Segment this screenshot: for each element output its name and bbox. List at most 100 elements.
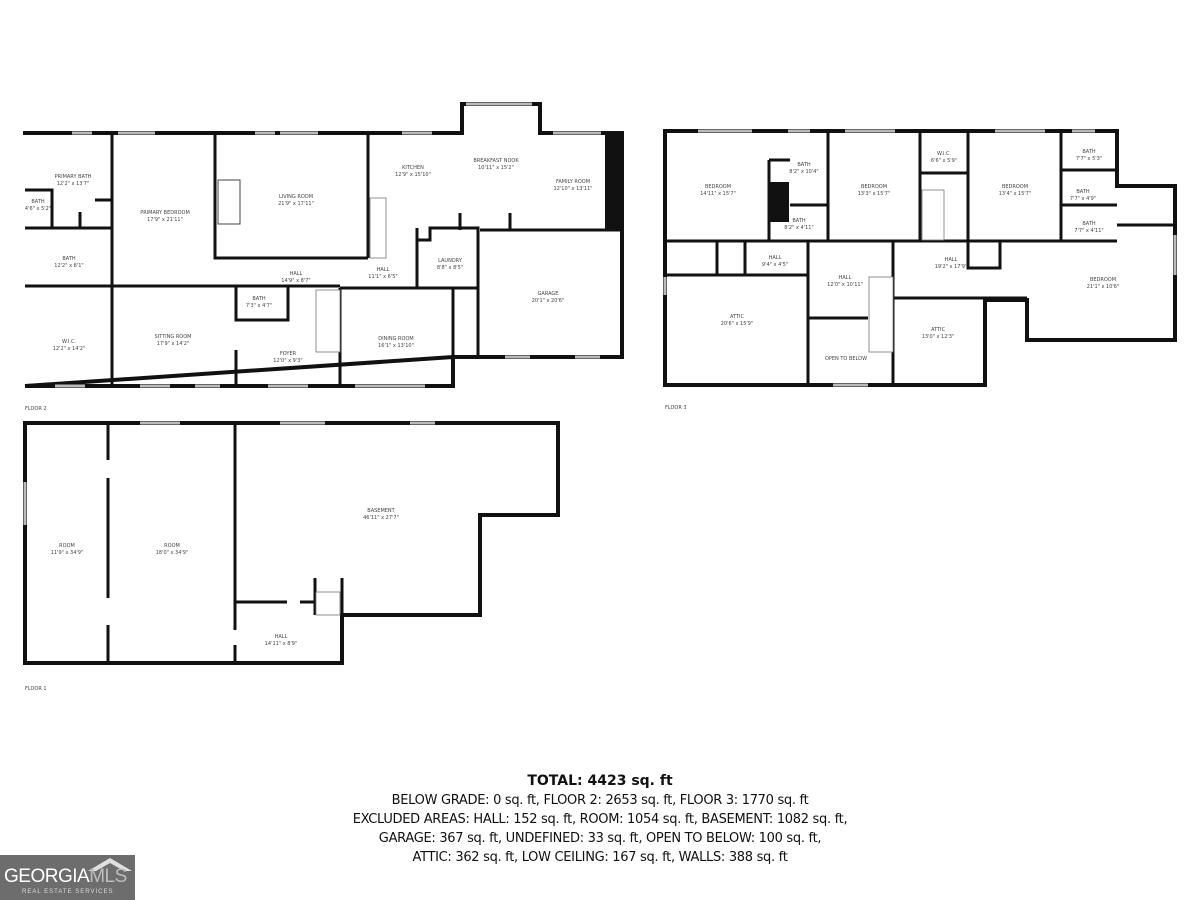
windows — [23, 421, 435, 525]
room-name: BATH — [1082, 149, 1096, 155]
room-name: LIVING ROOM — [279, 194, 313, 200]
room-name: GARAGE — [538, 291, 559, 297]
room-name: LAUNDRY — [438, 258, 463, 264]
stairs-icon — [315, 289, 341, 353]
room-dims: 11'9" x 34'9" — [51, 550, 84, 556]
room-name: BATH — [1076, 189, 1090, 195]
room-dims: 8'2" x 4'11" — [784, 225, 813, 231]
room-name: ATTIC — [730, 314, 745, 320]
room-dims: 20'6" x 15'9" — [721, 321, 754, 327]
summary-line: ATTIC: 362 sq. ft, LOW CEILING: 167 sq. … — [412, 850, 788, 865]
room-dims: 12'0" x 10'11" — [827, 282, 863, 288]
floor-1-plan: ROOM 11'9" x 34'9" ROOM 18'0" x 34'9" BA… — [23, 421, 560, 692]
logo-tagline: REAL ESTATE SERVICES — [22, 889, 114, 895]
room-name: BATH — [797, 162, 811, 168]
room-name: PRIMARY BEDROOM — [140, 210, 190, 216]
room-name: HALL — [839, 275, 852, 281]
room-dims: 12'9" x 15'10" — [395, 172, 431, 178]
room-dims: 7'7" x 4'9" — [1070, 196, 1096, 202]
windows — [55, 102, 601, 388]
room-name: OPEN TO BELOW — [825, 356, 867, 362]
floor-label: FLOOR 3 — [665, 405, 687, 411]
room-dims: 46'11" x 27'7" — [363, 515, 399, 521]
floor-label: FLOOR 1 — [25, 686, 47, 692]
room-dims: 8'8" x 8'5" — [437, 265, 463, 271]
room-name: BREAKFAST NOOK — [473, 158, 519, 164]
fireplace-icon — [217, 179, 241, 225]
room-name: W.I.C. — [937, 151, 952, 157]
room-name: BEDROOM — [705, 184, 731, 190]
room-name: PRIMARY BATH — [55, 174, 92, 180]
summary-line: BELOW GRADE: 0 sq. ft, FLOOR 2: 2653 sq.… — [391, 793, 809, 808]
room-dims: 13'3" x 15'7" — [858, 191, 891, 197]
summary-line: EXCLUDED AREAS: HALL: 152 sq. ft, ROOM: … — [352, 812, 848, 827]
room-dims: 21'9" x 17'11" — [278, 201, 314, 207]
room-dims: 12'10" x 13'11" — [554, 186, 593, 192]
floor-1-interior-walls — [106, 423, 344, 663]
room-dims: 18'0" x 34'9" — [156, 550, 189, 556]
room-name: W.I.C. — [62, 339, 77, 345]
room-dims: 12'2" x 13'7" — [57, 181, 90, 187]
room-dims: 12'2" x 14'2" — [53, 346, 86, 352]
room-dims: 12'0" x 9'3" — [273, 358, 302, 364]
room-dims: 10'11" x 15'2" — [478, 165, 514, 171]
room-dims: 14'11" x 8'9" — [265, 641, 298, 647]
closet-block — [769, 182, 789, 222]
room-name: BATH — [1082, 221, 1096, 227]
room-name: BATH — [31, 199, 45, 205]
floor-label: FLOOR 2 — [25, 406, 47, 412]
room-dims: 12'2" x 8'1" — [54, 263, 83, 269]
room-name: BEDROOM — [861, 184, 887, 190]
windows — [663, 129, 1177, 387]
room-dims: 8'2" x 10'4" — [789, 169, 818, 175]
room-name: BEDROOM — [1002, 184, 1028, 190]
room-dims: 7'7" x 5'3" — [1076, 156, 1102, 162]
stairs-icon — [315, 591, 341, 616]
room-name: HALL — [275, 634, 288, 640]
room-name: FAMILY ROOM — [556, 179, 590, 185]
room-name: HALL — [377, 267, 390, 273]
total-area: TOTAL: 4423 sq. ft — [527, 773, 673, 789]
room-dims: 17'9" x 21'11" — [147, 217, 183, 223]
floor-2-interior-walls — [25, 133, 622, 386]
room-dims: 19'2" x 17'9" — [935, 264, 968, 270]
room-name: BEDROOM — [1090, 277, 1116, 283]
room-dims: 7'7" x 4'11" — [1074, 228, 1103, 234]
area-summary: TOTAL: 4423 sq. ft BELOW GRADE: 0 sq. ft… — [300, 772, 900, 867]
floor-3-interior-walls — [665, 131, 1175, 385]
room-dims: 14'9" x 8'7" — [281, 278, 310, 284]
room-dims: 13'0" x 12'3" — [922, 334, 955, 340]
floor-2-plan: PRIMARY BATH 12'2" x 13'7" BATH 4'6" x 5… — [23, 102, 624, 412]
georgia-mls-logo: GEORGIAMLS REAL ESTATE SERVICES — [0, 855, 135, 900]
room-name: HALL — [290, 271, 303, 277]
room-name: BASEMENT — [367, 508, 395, 514]
logo-text: GEORGIAMLS — [4, 866, 127, 887]
room-dims: 9'4" x 4'5" — [762, 262, 788, 268]
room-dims: 21'1" x 10'6" — [1087, 284, 1120, 290]
room-dims: 17'9" x 14'2" — [157, 341, 190, 347]
room-dims: 6'6" x 5'9" — [931, 158, 957, 164]
fireplace-wall — [605, 133, 622, 230]
summary-line: GARAGE: 367 sq. ft, UNDEFINED: 33 sq. ft… — [378, 831, 822, 846]
room-name: FOYER — [280, 351, 297, 357]
room-name: BATH — [252, 296, 266, 302]
room-name: HALL — [945, 257, 958, 263]
stairs-icon — [921, 189, 945, 241]
room-name: HALL — [769, 255, 782, 261]
room-name: BATH — [62, 256, 76, 262]
room-dims: 14'11" x 15'7" — [700, 191, 736, 197]
room-dims: 13'4" x 15'7" — [999, 191, 1032, 197]
floor-1-outline — [23, 421, 560, 665]
room-name: BATH — [792, 218, 806, 224]
room-name: ROOM — [164, 543, 180, 549]
stairs-icon — [369, 197, 387, 259]
room-dims: 20'1" x 20'6" — [532, 298, 565, 304]
roof-icon — [88, 858, 132, 871]
room-name: ROOM — [59, 543, 75, 549]
room-name: SITTING ROOM — [154, 334, 191, 340]
room-dims: 11'1" x 6'5" — [368, 274, 397, 280]
room-dims: 4'6" x 5'2" — [25, 206, 51, 212]
floor-3-outline — [663, 129, 1177, 387]
room-dims: 7'3" x 4'7" — [246, 303, 272, 309]
